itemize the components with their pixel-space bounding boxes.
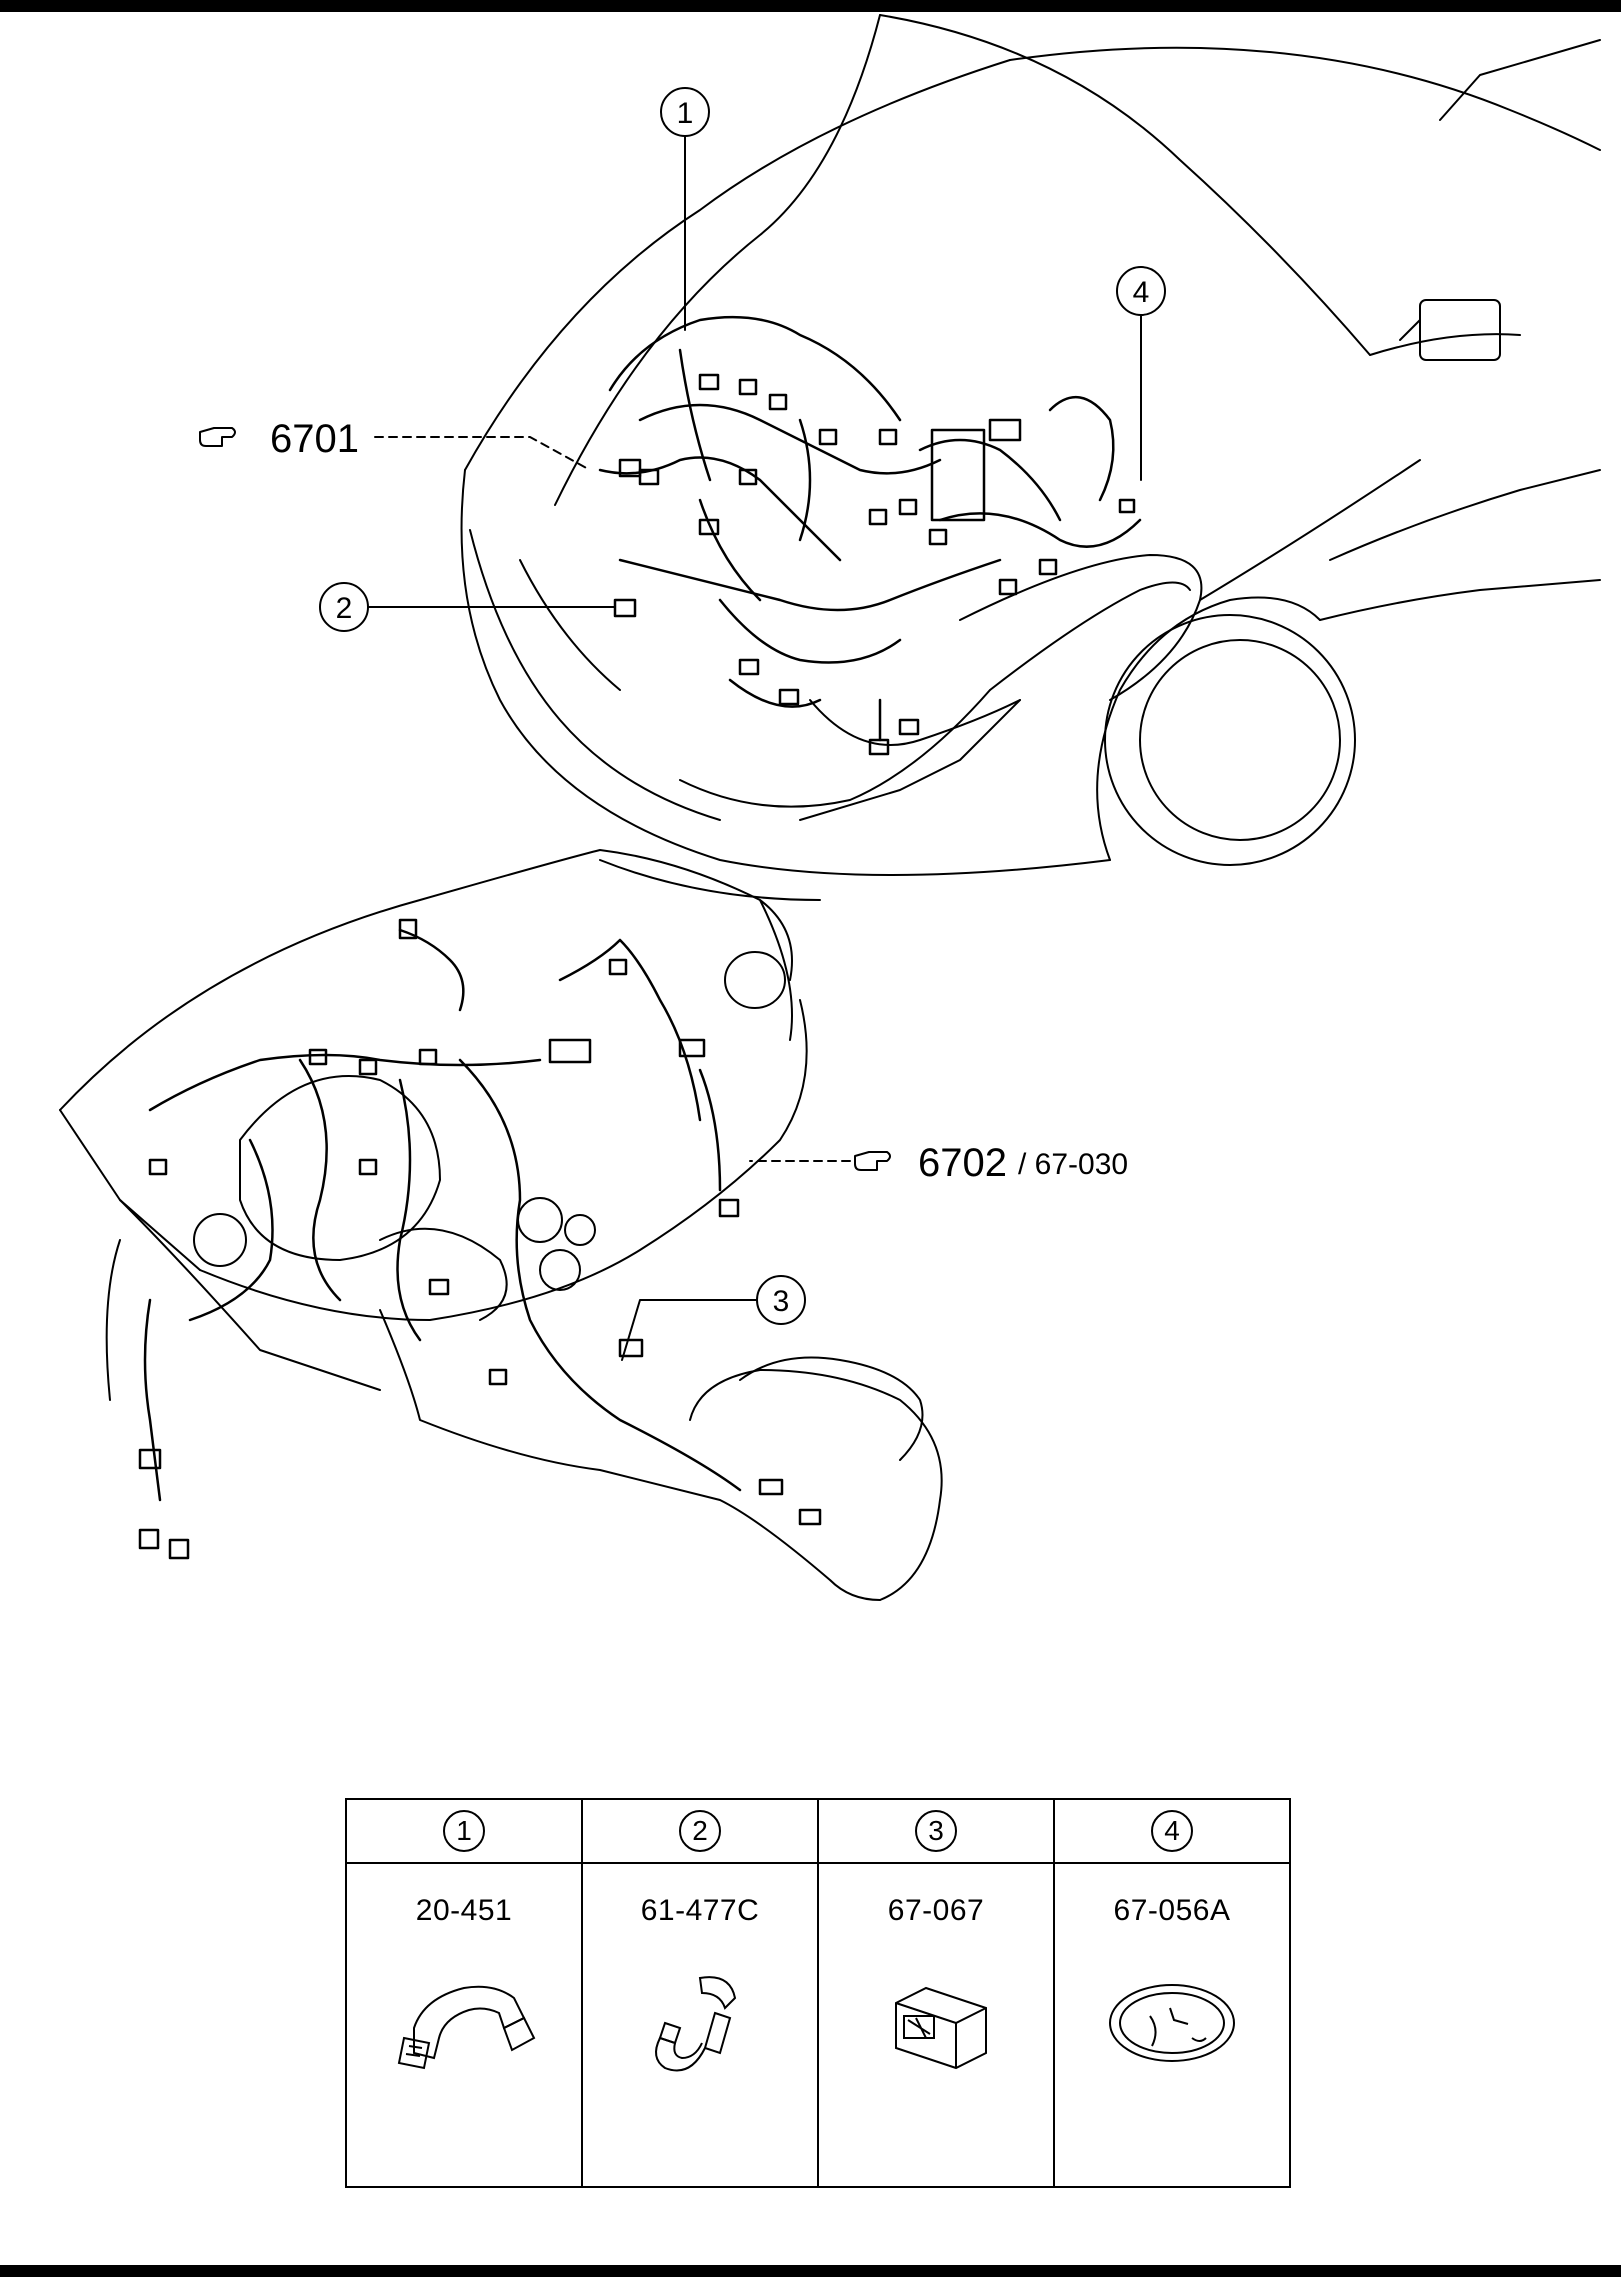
part-number: 67-056A [1113, 1894, 1231, 1927]
pointing-hand-icon [199, 427, 236, 447]
callout-1: 1 [660, 87, 710, 137]
callout-3: 3 [756, 1275, 806, 1325]
part-number: 67-067 [887, 1894, 985, 1927]
callout-3-leader [621, 1299, 758, 1361]
callout-number-badge: 4 [1151, 1810, 1193, 1852]
parts-table-header-row: 1 2 3 4 [345, 1798, 1291, 1864]
grommet-icon [1109, 1984, 1235, 2062]
part-number: 20-451 [415, 1894, 513, 1927]
callout-number-badge: 2 [679, 1810, 721, 1852]
ref-6701[interactable]: 6701 [199, 417, 359, 461]
part-cell-1[interactable]: 20-451 [345, 1862, 583, 2188]
engine-wiring-harness [598, 315, 1142, 756]
ref-67-030-label: / 67-030 [1018, 1148, 1128, 1181]
dashboard-wiring-harness [138, 918, 822, 1560]
callout-2-number: 2 [336, 592, 353, 625]
callout-2: 2 [319, 582, 369, 632]
parts-col-3-header: 3 [817, 1798, 1055, 1864]
ref-6702[interactable]: 6702 / 67-030 [854, 1141, 1128, 1185]
callout-3-number: 3 [773, 1285, 790, 1318]
part-cell-3[interactable]: 67-067 [817, 1862, 1055, 2188]
ref-6701-label: 6701 [270, 417, 359, 461]
callout-4-number: 4 [1133, 276, 1150, 309]
part-cell-2[interactable]: 61-477C [581, 1862, 819, 2188]
parts-col-4-header: 4 [1053, 1798, 1291, 1864]
parts-table-body-row: 20-451 61-477C 67-067 [345, 1862, 1291, 2188]
leader-lines [367, 136, 1142, 1361]
callout-1-number: 1 [677, 97, 694, 130]
connector-module-icon [895, 1986, 987, 2070]
car-body-illustration [460, 14, 1601, 901]
part-cell-4[interactable]: 67-056A [1053, 1862, 1291, 2188]
bottom-border [0, 2265, 1621, 2277]
parts-col-1-header: 1 [345, 1798, 583, 1864]
dashboard-illustration [59, 849, 943, 1601]
parts-table: 1 2 3 4 20-451 61-477C 67-067 [345, 1798, 1291, 2188]
callout-number-badge: 1 [443, 1810, 485, 1852]
harness-clip-icon [397, 1985, 536, 2070]
cable-clamp-icon [655, 1976, 737, 2072]
ref-6702-label: 6702 [918, 1141, 1007, 1185]
ref-6701-leader [374, 436, 591, 471]
pointing-hand-icon [854, 1151, 891, 1171]
parts-col-2-header: 2 [581, 1798, 819, 1864]
callout-number-badge: 3 [915, 1810, 957, 1852]
part-number: 61-477C [640, 1894, 760, 1927]
top-border [0, 0, 1621, 12]
wiring-harness-diagram: 1 2 3 4 6701 6702 / 67-030 [59, 14, 1601, 1601]
callout-4: 4 [1116, 266, 1166, 316]
